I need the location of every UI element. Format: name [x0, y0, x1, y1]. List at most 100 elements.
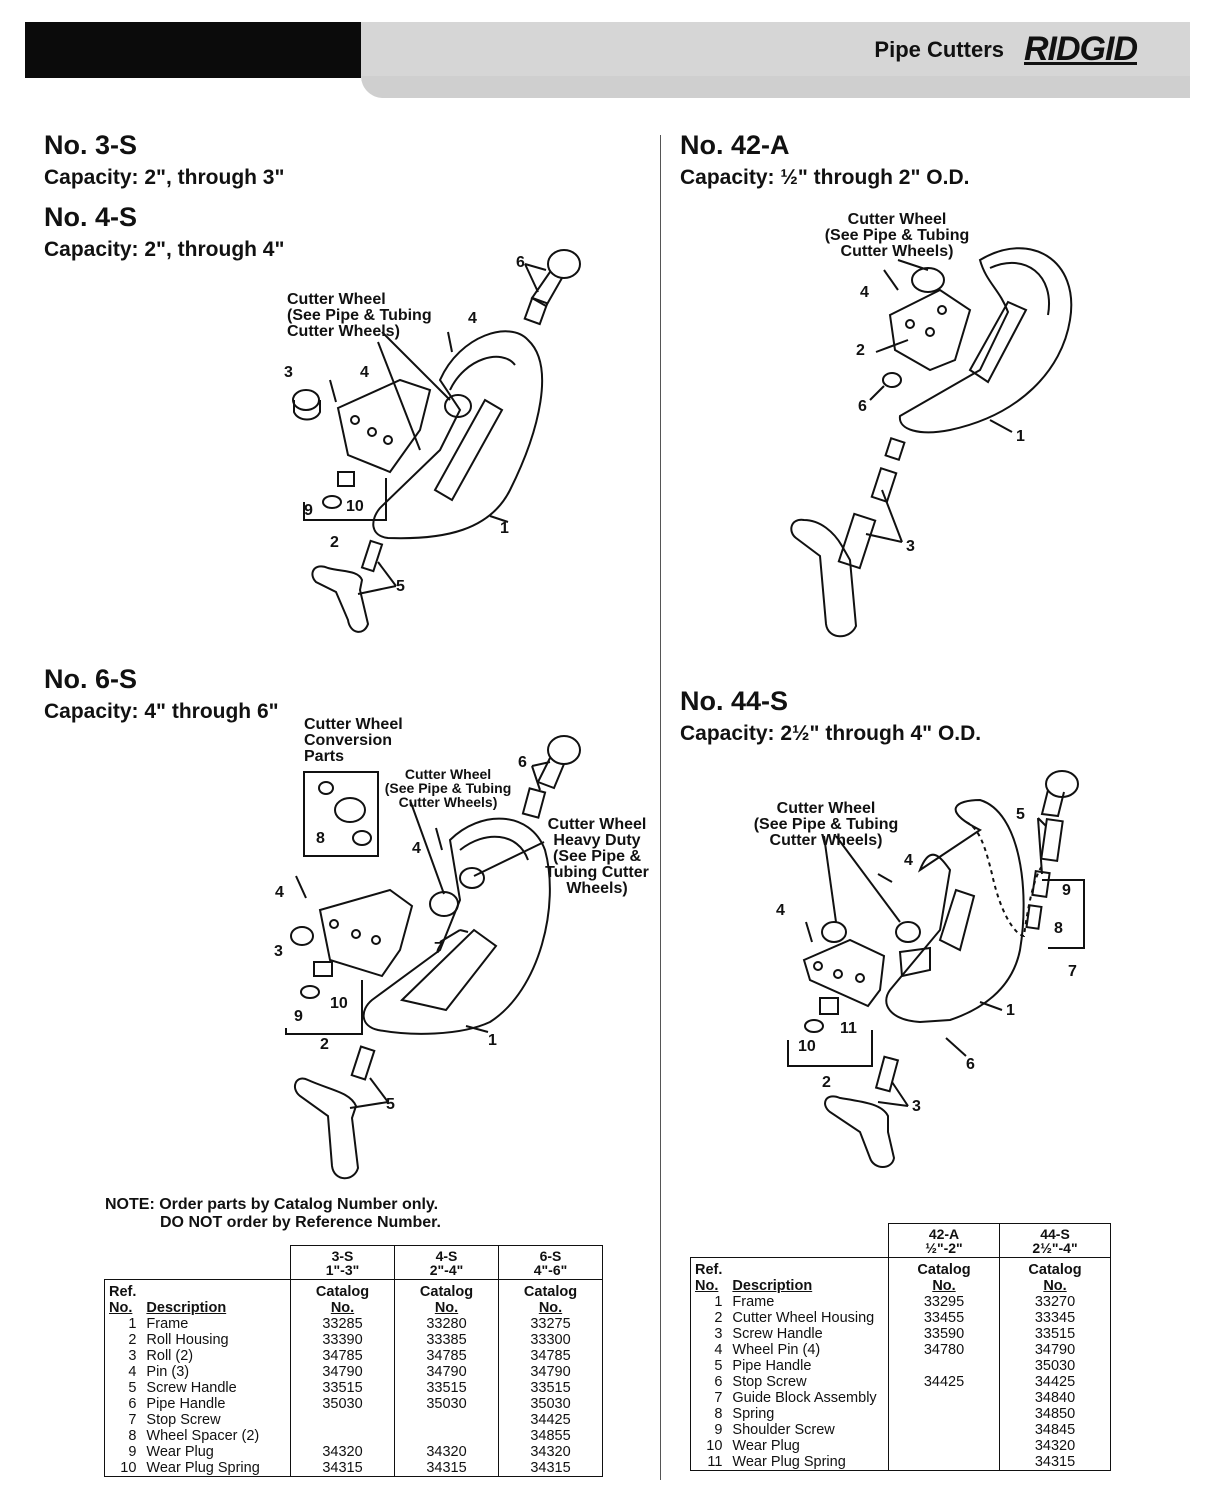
ref-cell: 2 — [104, 1332, 143, 1348]
ref-10-label: 10 — [798, 1038, 816, 1055]
ref-4-label: 4 — [412, 840, 421, 857]
ref-cell: 8 — [104, 1428, 143, 1444]
model-42a-title: No. 42-A — [680, 130, 790, 160]
catalog-number-cell: 33515 — [999, 1326, 1111, 1342]
catalog-number-cell: 34320 — [498, 1444, 603, 1460]
description-cell: Pin (3) — [146, 1364, 190, 1380]
ref-4-label: 4 — [904, 852, 913, 869]
ref-cell: 11 — [690, 1454, 729, 1471]
catalog-number-cell: 34790 — [498, 1364, 603, 1380]
ref-4-label: 4 — [468, 310, 477, 327]
pipe-cutter-3s-4s-drawing — [292, 249, 581, 633]
desc-header: Description — [142, 1279, 291, 1316]
catalog-number-cell — [888, 1422, 1000, 1438]
description-cell: Frame — [146, 1316, 189, 1332]
ref-4-label: 4 — [860, 284, 869, 301]
ref-5-label: 5 — [386, 1096, 395, 1113]
catalog-number-cell: 34850 — [999, 1406, 1111, 1422]
ref-3-label: 3 — [284, 364, 293, 381]
catalog-number-cell: 33270 — [999, 1294, 1111, 1310]
description-cell: Pipe Handle — [732, 1358, 812, 1374]
ref-cell: 3 — [104, 1348, 143, 1364]
ref-cell: 6 — [690, 1374, 729, 1390]
catalog-number-cell — [888, 1438, 1000, 1454]
description-cell: Shoulder Screw — [732, 1422, 835, 1438]
description-cell: Roll Housing — [146, 1332, 229, 1348]
ref-cell: 4 — [104, 1364, 143, 1380]
page-title: Pipe Cutters — [874, 37, 1004, 62]
catalog-number-cell: 33385 — [394, 1332, 499, 1348]
catalog-number-cell — [394, 1428, 499, 1444]
ref-cell: 3 — [690, 1326, 729, 1342]
catalog-number-cell — [888, 1406, 1000, 1422]
description-cell: Stop Screw — [146, 1412, 221, 1428]
ref-cell: 1 — [104, 1316, 143, 1332]
column-divider — [660, 135, 661, 1480]
ref-2-label: 2 — [320, 1036, 329, 1053]
ref-3-label: 3 — [906, 538, 915, 555]
catalog-number-cell: 33275 — [498, 1316, 603, 1332]
catalog-number-cell — [888, 1454, 1000, 1471]
ref-8-label: 8 — [1054, 920, 1063, 937]
catalog-number-cell: 34780 — [888, 1342, 1000, 1358]
description-cell: Wear Plug — [732, 1438, 800, 1454]
model-44s-capacity: Capacity: 2½" through 4" O.D. — [680, 722, 982, 745]
catalog-number-cell — [394, 1412, 499, 1428]
ref-1-label: 1 — [488, 1032, 497, 1049]
ref-10-label: 10 — [330, 995, 348, 1012]
pipe-cutter-6s-drawing — [285, 735, 581, 1180]
catalog-number-cell: 34320 — [999, 1438, 1111, 1454]
catalog-number-cell: 35030 — [999, 1358, 1111, 1374]
header-gray-strip — [361, 76, 1190, 98]
ref-1-label: 1 — [1016, 428, 1025, 445]
ref-1-label: 1 — [500, 520, 509, 537]
ref-11-label: 11 — [840, 1020, 857, 1037]
ref-9-label: 9 — [1062, 882, 1071, 899]
ref-cell: 9 — [104, 1444, 143, 1460]
ref-5-label: 5 — [1016, 806, 1025, 823]
ref-6-label: 6 — [518, 754, 527, 771]
catalog-number-cell — [290, 1412, 395, 1428]
description-cell: Wear Plug Spring — [728, 1454, 889, 1471]
catalog-number-cell: 34425 — [888, 1374, 1000, 1390]
ref-3-label: 3 — [274, 943, 283, 960]
ref-7-label: 7 — [1068, 963, 1077, 980]
ref-2-label: 2 — [856, 342, 865, 359]
catalog-number-cell: 33515 — [498, 1380, 603, 1396]
catalog-number-cell: 34320 — [394, 1444, 499, 1460]
catalog-number-cell: 35030 — [394, 1396, 499, 1412]
ref-header: Ref.No. — [104, 1279, 143, 1316]
ref-1-label: 1 — [1006, 1002, 1015, 1019]
catalog-number-cell: 33300 — [498, 1332, 603, 1348]
ref-cell: 4 — [690, 1342, 729, 1358]
ref-6-label: 6 — [858, 398, 867, 415]
catalog-number-cell: 35030 — [498, 1396, 603, 1412]
catalog-number-cell: 34855 — [498, 1428, 603, 1444]
catalog-number-cell: 33515 — [394, 1380, 499, 1396]
